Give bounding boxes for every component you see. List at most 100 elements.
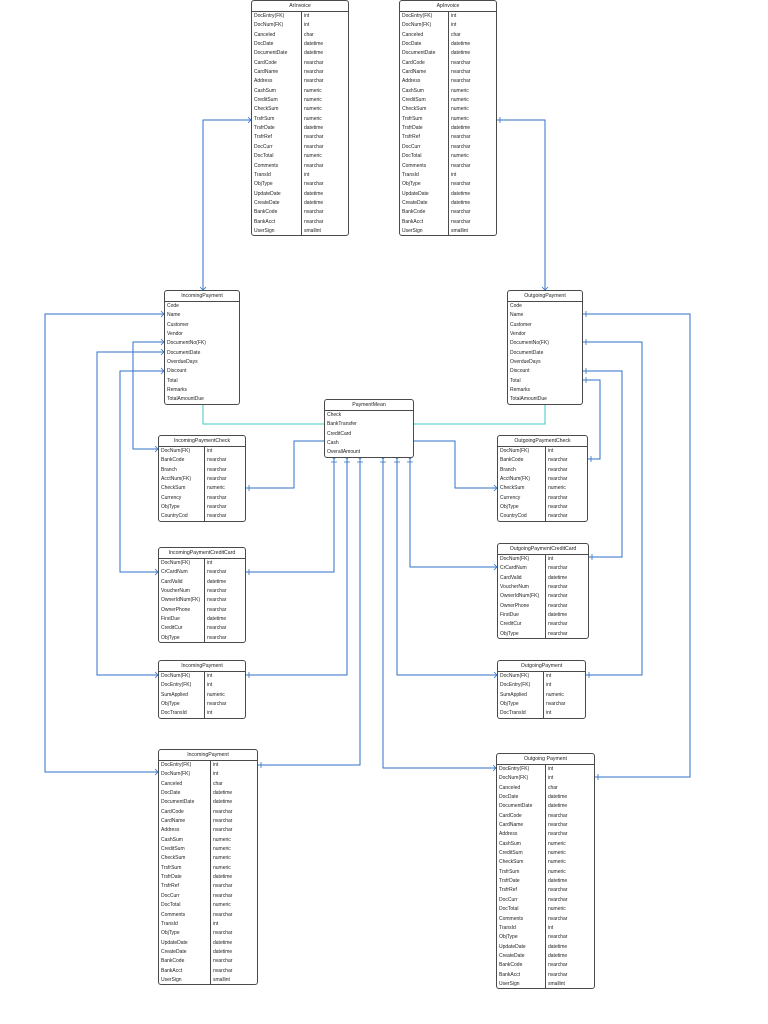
field-type: nvarchar [545, 512, 567, 521]
link-incoming-bottom [44, 313, 164, 773]
field-type: datetime [545, 942, 567, 952]
field-name: DocNum(FK) [500, 556, 530, 562]
field-row: Remarks [165, 386, 239, 395]
field-name: Address [402, 78, 421, 85]
field-type: nvarchar [448, 58, 470, 69]
field-name: TrsfrDate [499, 878, 520, 885]
link-outgoing-check [583, 379, 601, 460]
field-type: numeric [301, 96, 322, 106]
field-row: DocEntry(FK)int [400, 12, 496, 22]
field-type: numeric [448, 96, 469, 106]
field-name: OwnerPhone [161, 606, 191, 613]
field-type: nvarchar [210, 807, 232, 818]
field-type: nvarchar [210, 882, 232, 892]
field-name: TrsfrDate [254, 125, 275, 132]
field-type: numeric [448, 105, 469, 115]
field-type: nvarchar [545, 564, 567, 574]
field-name: TrsfrSum [402, 115, 423, 122]
field-name: Remarks [167, 387, 188, 394]
entity-title: IncomingPaymentCreditCard [159, 548, 245, 559]
field-type: nvarchar [301, 77, 323, 87]
field-name: TrsfrDate [402, 125, 423, 132]
field-type: nvarchar [448, 68, 470, 78]
field-type: datetime [448, 40, 470, 50]
field-row: Customer [165, 321, 239, 330]
field-name: DocumentDate [167, 349, 201, 356]
field-name: CreateDate [402, 199, 428, 206]
field-type: int [545, 447, 553, 457]
field-row: Remarks [508, 386, 582, 395]
field-type: smallint [545, 979, 565, 989]
field-name: Comments [402, 162, 427, 169]
field-name: CardValid [500, 574, 522, 581]
field-name: Check [327, 412, 342, 418]
field-type: int [301, 12, 309, 22]
field-row: DocEntry(FK)int [159, 761, 257, 771]
field-row: DocNum(FK)int [400, 21, 496, 31]
entity-title: IncomingPayment [159, 750, 257, 761]
field-name: ObjType [161, 504, 180, 511]
field-name: OwnerIdNum(FK) [500, 593, 540, 600]
field-type: nvarchar [210, 817, 232, 827]
field-name: Canceled [254, 31, 276, 38]
field-type: numeric [543, 690, 564, 701]
field-type: nvarchar [545, 886, 567, 896]
entity-title: Outgoing Payment [497, 754, 594, 765]
entity-title: OutgoingPaymentCreditCard [498, 544, 588, 555]
field-type: nvarchar [204, 596, 226, 606]
field-row: AcctNum(FK)nvarchar [498, 475, 587, 485]
field-type: nvarchar [204, 456, 226, 466]
field-type: nvarchar [545, 583, 567, 593]
field-name: UpdateDate [499, 943, 526, 950]
field-row: DocNum(FK)int [498, 672, 585, 682]
field-name: Customer [167, 321, 189, 328]
field-type: nvarchar [448, 142, 470, 153]
field-type: int [448, 21, 456, 31]
field-row: DocEntry(FK)int [498, 681, 585, 691]
field-name: CreditCard [327, 430, 352, 437]
field-type: char [448, 30, 461, 41]
field-name: TransId [402, 171, 419, 178]
field-row: DocNum(FK)int [497, 774, 594, 784]
field-row: DocEntry(FK)int [159, 681, 245, 691]
field-name: CreateDate [161, 948, 187, 955]
field-type: int [545, 774, 553, 784]
field-name: CheckSum [161, 855, 186, 862]
link-outgoing-creditcard [583, 370, 623, 558]
field-type: nvarchar [543, 700, 565, 710]
